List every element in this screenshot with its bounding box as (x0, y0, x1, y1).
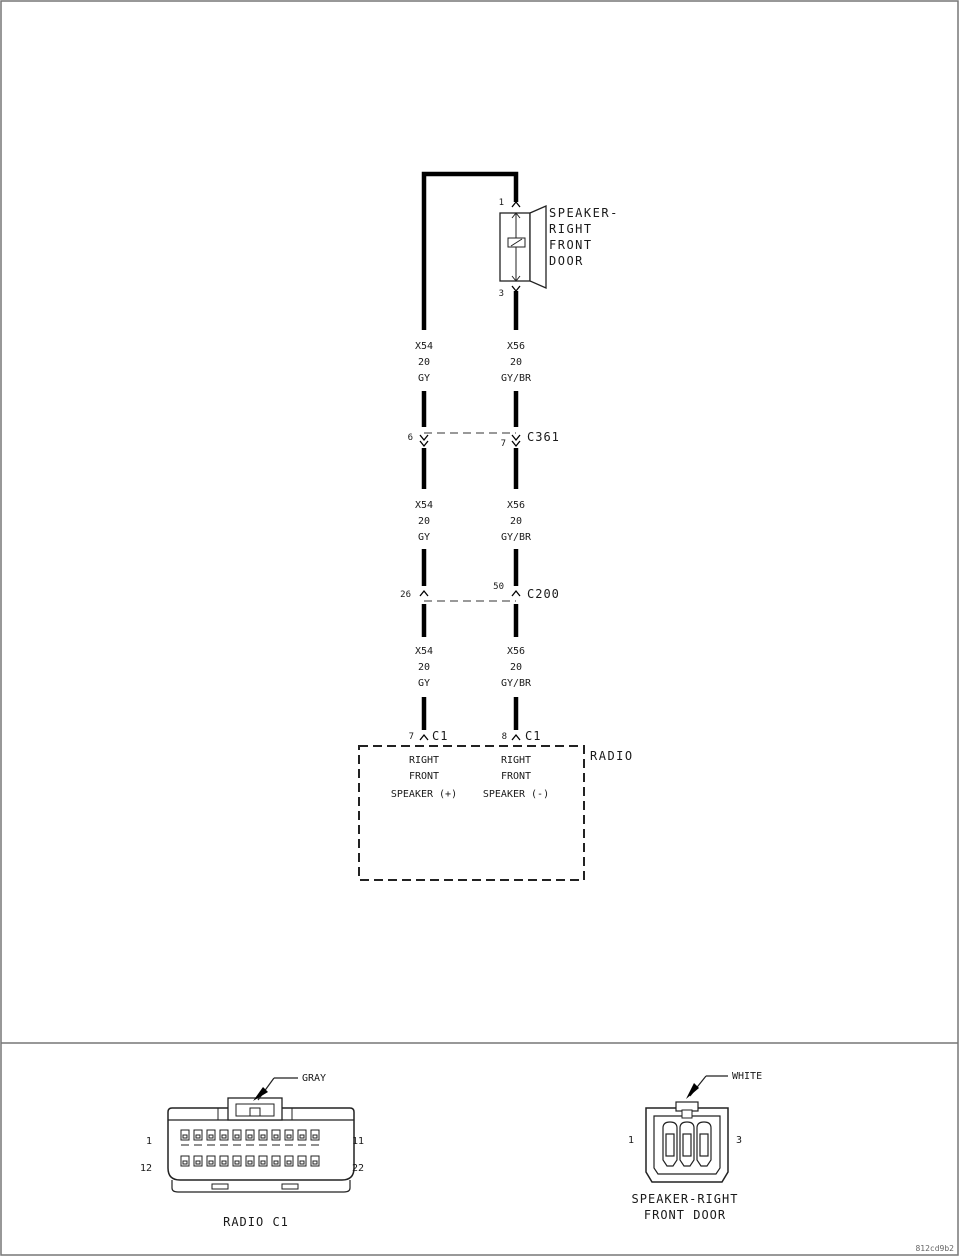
wire-label-x54-color: GY (418, 373, 430, 384)
speaker-name-line1: SPEAKER- (549, 206, 619, 220)
wire-labels: X54 20 GY X56 20 GY/BR X54 20 GY X56 20 … (415, 341, 532, 689)
radio-c1-pin-bottom-left: 12 (140, 1163, 152, 1174)
c361-left-cavity: 6 (408, 433, 413, 443)
radio-c1-color: GRAY (302, 1073, 326, 1084)
c1-right-name: C1 (525, 729, 541, 743)
wire-label-x54-gauge: 20 (418, 357, 430, 368)
wire-x54 (421, 171, 519, 730)
radio-c1-cavities (180, 1129, 320, 1167)
c200-right-cavity: 50 (493, 582, 504, 592)
radio-c1-pin-top-left: 1 (146, 1136, 152, 1147)
connector-c361: 6 7 C361 (408, 430, 560, 449)
speaker-conn-pin-right: 3 (736, 1135, 742, 1146)
speaker-name-line4: DOOR (549, 254, 584, 268)
speaker-cone (529, 205, 547, 289)
radio-right-pin-line1: RIGHT (501, 755, 531, 766)
speaker-conn-title-line1: SPEAKER-RIGHT (632, 1192, 739, 1206)
speaker-name-line3: FRONT (549, 238, 593, 252)
wire-label-x56-color: GY/BR (501, 678, 532, 689)
wire-label-x54-color: GY (418, 532, 430, 543)
radio-left-pin-line3: SPEAKER (+) (391, 789, 457, 800)
c1-left-cavity: 7 (409, 732, 414, 742)
c200-name: C200 (527, 587, 560, 601)
radio-c1-arrow (253, 1087, 268, 1101)
wire-label-x56-gauge: 20 (510, 516, 522, 527)
wire-label-x56-circuit: X56 (507, 500, 525, 511)
radio-c1-pin-top-right: 11 (352, 1136, 364, 1147)
speaker-pin-top: 1 (499, 198, 504, 208)
connector-c200: 26 50 C200 (400, 582, 560, 602)
wire-label-x54-color: GY (418, 678, 430, 689)
wire-label-x54-circuit: X54 (415, 646, 433, 657)
c1-right-cavity: 8 (502, 732, 507, 742)
wire-label-x56-circuit: X56 (507, 341, 525, 352)
wire-label-x54-gauge: 20 (418, 662, 430, 673)
speaker-connector-view: WHITE 1 3 SPEAKER-RIGHT FRONT DOOR (628, 1071, 762, 1222)
speaker-pin3-chevron (511, 285, 521, 293)
wire-label-x54-circuit: X54 (415, 341, 433, 352)
radio-right-pin-line3: SPEAKER (-) (483, 789, 549, 800)
radio-module: RADIO RIGHT FRONT SPEAKER (+) RIGHT FRON… (358, 745, 634, 881)
watermark: 812cd9b2 (915, 1244, 954, 1253)
radio-c1-connector-view: GRAY 1 11 12 22 RADIO C1 (140, 1073, 364, 1229)
c361-right-cavity: 7 (501, 439, 506, 449)
speaker-conn-color: WHITE (732, 1071, 762, 1082)
wire-label-x56-gauge: 20 (510, 357, 522, 368)
c1-left-name: C1 (432, 729, 448, 743)
radio-right-pin-line2: FRONT (501, 771, 531, 782)
radio-name: RADIO (590, 749, 634, 763)
radio-left-pin-line2: FRONT (409, 771, 439, 782)
speaker-conn-arrow (686, 1083, 699, 1099)
wire-label-x56-circuit: X56 (507, 646, 525, 657)
wire-label-x56-gauge: 20 (510, 662, 522, 673)
wire-label-x56-color: GY/BR (501, 373, 532, 384)
radio-left-pin-line1: RIGHT (409, 755, 439, 766)
c361-name: C361 (527, 430, 560, 444)
radio-c1-pin-bottom-right: 22 (352, 1163, 364, 1174)
speaker-conn-pin-left: 1 (628, 1135, 634, 1146)
speaker-name-line2: RIGHT (549, 222, 593, 236)
speaker-right-front-door: 1 3 SPEAKER- RIGHT FRONT DOOR (499, 188, 619, 299)
c200-left-cavity: 26 (400, 590, 411, 600)
radio-c1-title: RADIO C1 (223, 1215, 289, 1229)
connector-c1: 7 C1 8 C1 (409, 729, 541, 743)
wire-x54-top-loop (421, 171, 519, 330)
wire-label-x54-circuit: X54 (415, 500, 433, 511)
speaker-pin-bottom: 3 (499, 289, 504, 299)
speaker-pin1-chevron (511, 200, 521, 208)
wire-label-x54-gauge: 20 (418, 516, 430, 527)
wire-label-x56-color: GY/BR (501, 532, 532, 543)
speaker-conn-title-line2: FRONT DOOR (644, 1208, 726, 1222)
speaker-conn-cavities (662, 1121, 712, 1167)
radio-outline (358, 745, 585, 881)
